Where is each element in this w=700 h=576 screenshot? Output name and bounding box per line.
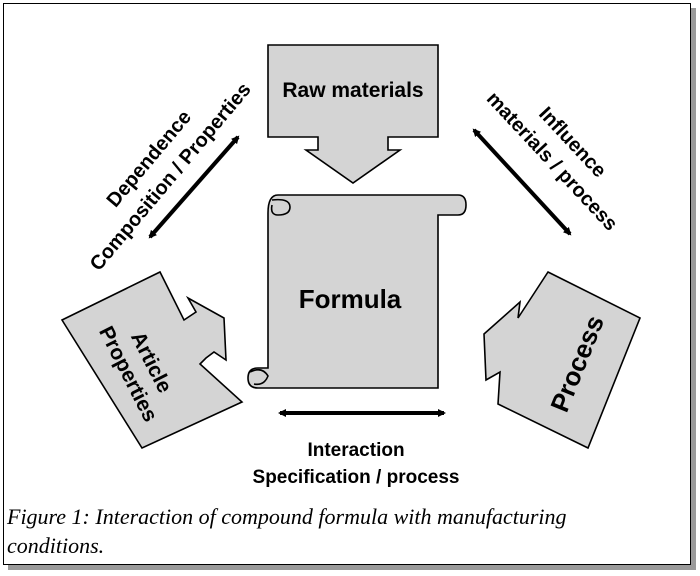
formula-scroll: Formula <box>247 194 467 389</box>
article-properties-arrow: Article Properties <box>60 270 244 450</box>
figure-caption: Figure 1: Interaction of compound formul… <box>7 504 567 558</box>
dependence-double-arrow <box>148 135 240 239</box>
influence-double-arrow <box>472 128 572 236</box>
specification-process-label: Specification / process <box>253 467 460 488</box>
process-arrow: Process <box>483 270 642 450</box>
interaction-label: Interaction <box>307 440 404 461</box>
raw-materials-arrow: Raw materials <box>267 44 439 184</box>
composition-properties-label: Composition / Properties <box>86 79 256 275</box>
raw-materials-label: Raw materials <box>282 79 423 102</box>
formula-label: Formula <box>299 284 402 314</box>
